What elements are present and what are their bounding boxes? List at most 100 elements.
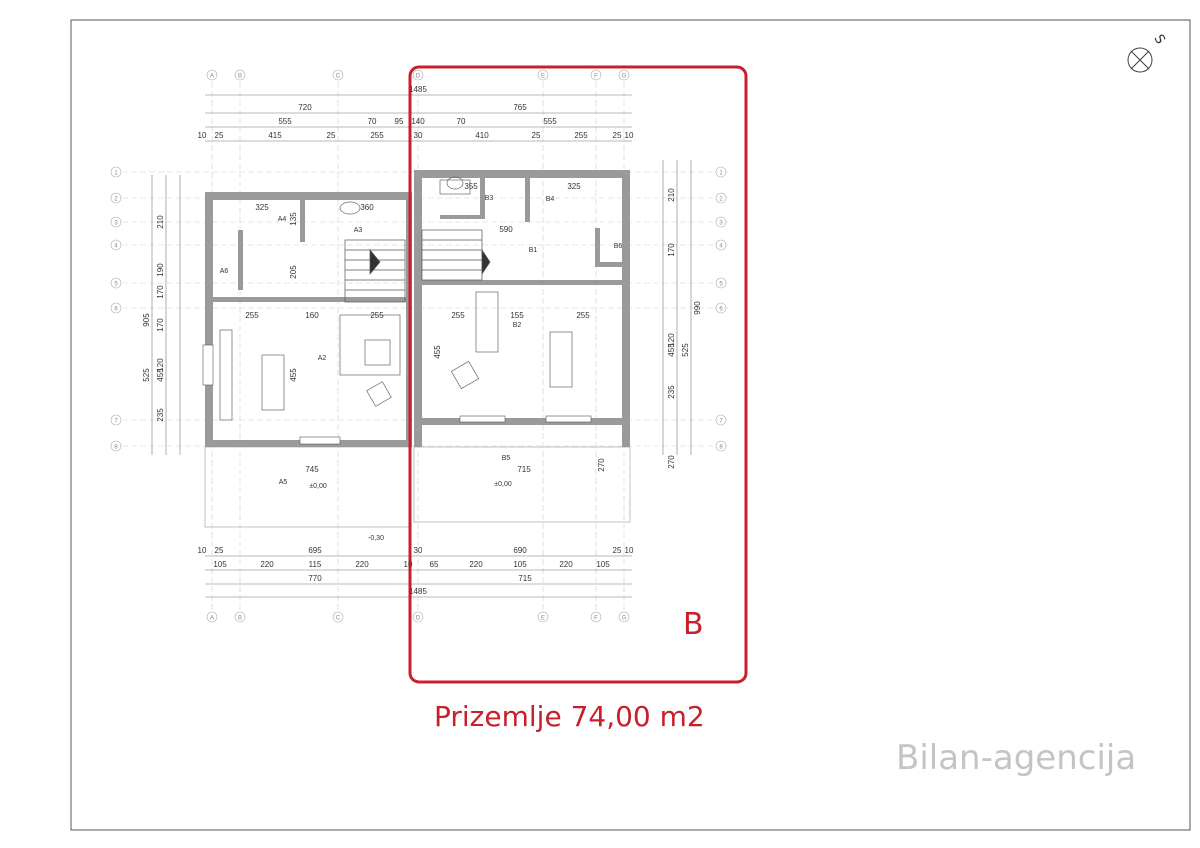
dimension-label: 525	[681, 343, 690, 357]
north-arrow-icon	[1127, 47, 1153, 73]
room-label: A4	[278, 216, 287, 223]
grid-row-label: 4	[114, 244, 118, 250]
grid-row-label: 1	[719, 171, 723, 177]
dimension-label: 555	[278, 117, 292, 126]
unit-letter: B	[683, 607, 704, 642]
grid-column-label: A	[210, 74, 214, 80]
windows	[202, 344, 592, 445]
dimension-label: 95	[395, 117, 404, 126]
dimension-label: 30	[414, 131, 423, 140]
grid-bubble	[110, 216, 122, 228]
dimension-label: 455	[433, 345, 442, 359]
room-label: B5	[502, 455, 511, 462]
dimension-label: 115	[309, 560, 322, 569]
dimension-label: 360	[360, 203, 374, 212]
room-label: A2	[318, 355, 327, 362]
dimension-label: 190	[156, 263, 165, 277]
dimension-label: 325	[567, 182, 581, 191]
grid-bubble	[537, 611, 549, 623]
level-label: -0,30	[368, 535, 384, 542]
grid-column-label: C	[336, 74, 341, 80]
dimension-label: 770	[308, 574, 322, 583]
dimension-label: 105	[213, 560, 227, 569]
dimension-label: 120	[156, 358, 165, 372]
dimension-label: 205	[289, 265, 298, 279]
grid-row-label: 8	[719, 445, 723, 451]
dimension-label: 25	[532, 131, 541, 140]
dimension-label: 720	[298, 103, 312, 112]
grid-row-label: 3	[114, 221, 118, 227]
agency-watermark: Bilan-agencija	[896, 738, 1137, 778]
grid-row-label: 3	[719, 221, 723, 227]
room-label: B1	[529, 247, 538, 254]
dimension-label: 10	[198, 131, 207, 140]
grid-bubble	[332, 69, 344, 81]
grid-bubble	[332, 611, 344, 623]
room-label: B3	[485, 195, 494, 202]
grid-row-label: 5	[719, 282, 723, 288]
dimension-label: 120	[667, 333, 676, 347]
grid-bubble	[715, 277, 727, 289]
furniture	[219, 176, 573, 421]
grid-row-label: 8	[114, 445, 118, 451]
dimension-label: 235	[156, 408, 165, 422]
dimension-label: 160	[305, 311, 319, 320]
grid-bubble	[234, 69, 246, 81]
dimension-label: 255	[245, 311, 259, 320]
dimension-label: 765	[513, 103, 527, 112]
dimension-label: 990	[693, 301, 702, 315]
area-caption: Prizemlje 74,00 m2	[434, 700, 705, 733]
dimension-label: 1485	[409, 85, 427, 94]
dimension-label: 235	[667, 385, 676, 399]
dimension-label: 140	[411, 117, 425, 126]
grid-row-label: 5	[114, 282, 118, 288]
grid-bubble	[412, 611, 424, 623]
grid-bubble	[206, 69, 218, 81]
dimension-label: 30	[414, 546, 423, 555]
room-label: B6	[614, 243, 623, 250]
grid-bubble	[590, 611, 602, 623]
level-label: ±0,00	[494, 481, 512, 488]
room-label: B4	[546, 196, 555, 203]
sheet-frame	[70, 19, 1191, 831]
dimension-label: 10	[198, 546, 207, 555]
dimension-label: 10	[625, 131, 634, 140]
grid-row-label: 6	[114, 307, 118, 313]
dimension-label: 355	[464, 182, 478, 191]
dimension-label: 105	[596, 560, 610, 569]
grid-column-label: F	[594, 616, 598, 622]
grid-column-label: C	[336, 616, 341, 622]
dimension-label: 255	[576, 311, 590, 320]
grid-column-label: G	[622, 616, 627, 622]
grid-bubble	[618, 611, 630, 623]
dimension-label: 105	[513, 560, 527, 569]
dimension-label: 10	[625, 546, 634, 555]
grid-row-label: 7	[719, 419, 723, 425]
grid-bubble	[110, 440, 122, 452]
dimension-label: 1485	[409, 587, 427, 596]
dimension-label: 70	[368, 117, 377, 126]
grid-bubble	[715, 166, 727, 178]
grid-bubble	[412, 69, 424, 81]
dimension-label: 255	[370, 311, 384, 320]
unit-b-highlight	[408, 65, 748, 684]
grid-bubble	[234, 611, 246, 623]
grid-bubble	[110, 192, 122, 204]
grid-bubble	[110, 166, 122, 178]
grid-column-label: B	[238, 616, 242, 622]
grid-column-label: E	[541, 74, 545, 80]
grid-column-label: D	[416, 74, 421, 80]
grid-bubble	[110, 302, 122, 314]
building-walls	[205, 170, 630, 447]
dimension-label: 10	[404, 560, 413, 569]
dimension-label: 25	[613, 131, 622, 140]
dimension-label: 255	[370, 131, 384, 140]
dimension-label: 220	[559, 560, 573, 569]
room-label: B2	[513, 322, 522, 329]
grid-bubble	[715, 192, 727, 204]
terrace-outline	[204, 446, 631, 528]
grid-column-label: G	[622, 74, 627, 80]
